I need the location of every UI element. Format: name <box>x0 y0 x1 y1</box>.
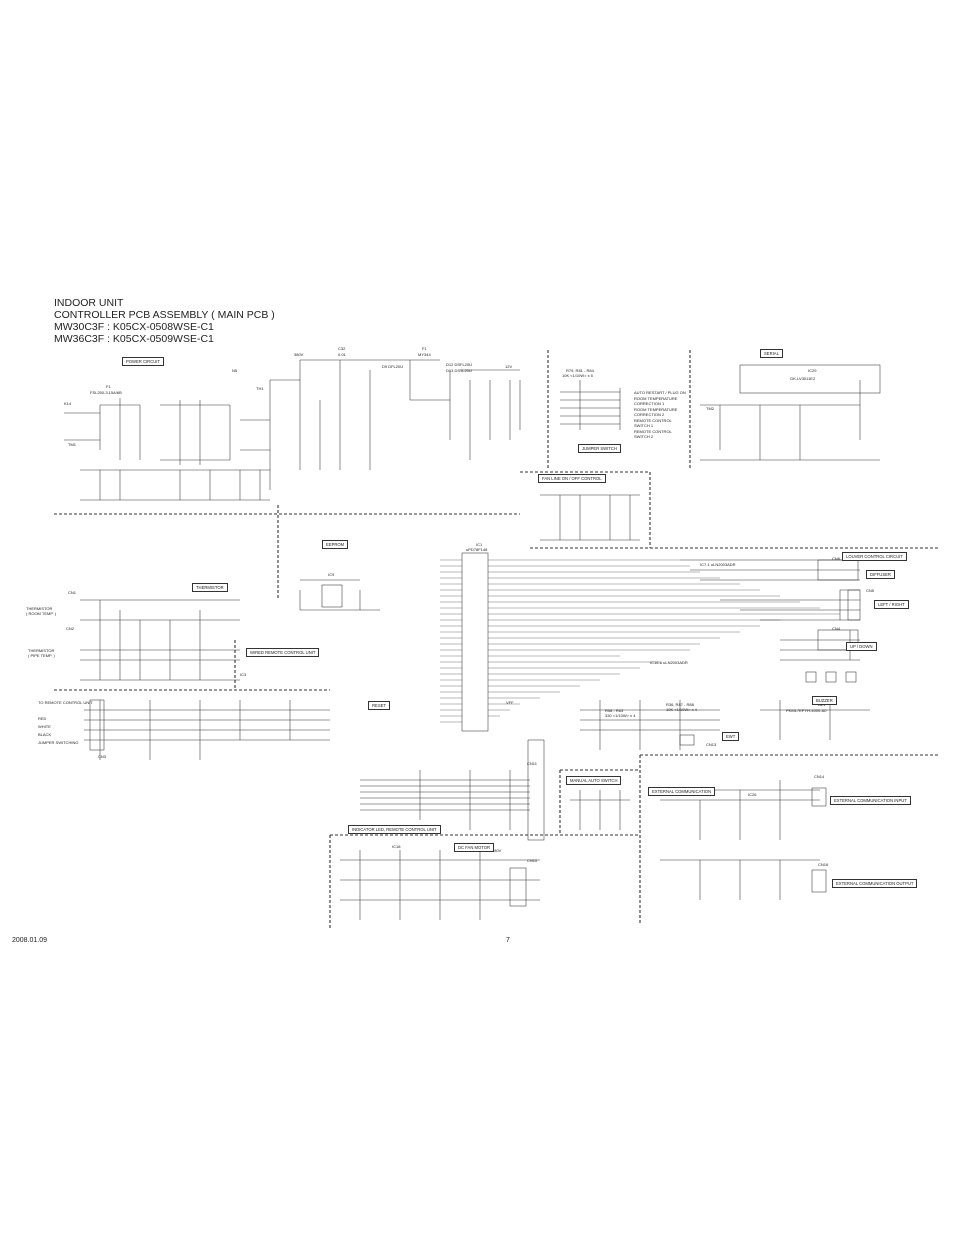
section-louver: LOUVER CONTROL CIRCUIT <box>842 552 907 561</box>
label-white-wire: WHITE <box>38 724 51 729</box>
label-380v: 380V <box>294 352 304 357</box>
footer-page-number: 7 <box>506 937 510 944</box>
label-to-remote: TO REMOTE CONTROL UNIT <box>38 700 93 705</box>
section-diffuser: DIFFUSER <box>866 570 895 579</box>
label-tm2: TM2 <box>706 406 715 411</box>
label-cn11: CN11 <box>527 761 538 766</box>
label-room-temp-2: ROOM TEMPERATURE <box>634 407 678 412</box>
label-12v-top: 12V <box>505 364 512 369</box>
label-d9: D9 DFL20U <box>382 364 403 369</box>
section-indicator: INDICATOR LED, REMOTE CONTROL UNIT <box>348 825 441 834</box>
section-serial: SERIAL <box>760 349 783 358</box>
title-indoor-unit: INDOOR UNIT <box>54 297 124 309</box>
label-f1: F1 <box>106 384 111 389</box>
section-reset: RESET <box>368 701 390 710</box>
label-part-r36: R58 - R63 <box>605 708 624 713</box>
label-remote-control-1: REMOTE CONTROL <box>634 418 673 423</box>
label-switch-2: SWITCH 2 <box>634 434 654 439</box>
section-ext-comm-output: EXTERNAL COMMUNICATION OUTPUT <box>832 879 918 888</box>
label-th1: TH1 <box>256 386 264 391</box>
label-auto-restart: AUTO RESTART / PLUG ON <box>634 390 686 395</box>
section-manual-auto: MANUAL AUTO SWITCH <box>566 776 622 785</box>
label-room-temp-1: ROOM TEMPERATURE <box>634 396 678 401</box>
label-red-wire: RED <box>38 716 47 721</box>
section-power-circuit: POWER CIRCUIT <box>122 357 164 366</box>
label-c32: C32 <box>338 346 346 351</box>
label-part-r87-value: 10K <1/10W> x 4 <box>666 707 698 712</box>
label-black-wire: BLACK <box>38 732 51 737</box>
label-ic18: IC18 <box>392 844 401 849</box>
label-d13: D13 DS1L20U <box>446 368 472 373</box>
section-buzzer: BUZZER <box>812 696 837 705</box>
section-jumper-switch: JUMPER SWITCH <box>578 444 621 453</box>
label-cn13: CN13 <box>706 742 717 747</box>
label-ic3: IC3 <box>240 672 247 677</box>
label-jumper-switching: JUMPER SWITCHING <box>38 740 78 745</box>
label-upd: uPD78F148 <box>466 547 488 552</box>
title-controller-pcb: CONTROLLER PCB ASSEMBLY ( MAIN PCB ) <box>54 309 275 321</box>
title-model-mw36: MW36C3F : K05CX-0509WSE-C1 <box>54 333 214 345</box>
label-room-temp: ( ROOM TEMP. ) <box>26 611 57 616</box>
label-correction-1: CORRECTION 1 <box>634 401 665 406</box>
label-cn4: CN4 <box>832 626 841 631</box>
title-model-mw30: MW30C3F : K05CX-0508WSE-C1 <box>54 321 214 333</box>
label-switch-1: SWITCH 1 <box>634 423 654 428</box>
section-thermistor: THERMISTOR <box>192 583 228 592</box>
label-vff: VFF <box>506 700 514 705</box>
label-cn5: CN5 <box>866 588 875 593</box>
label-correction-2: CORRECTION 2 <box>634 412 665 417</box>
label-ic9: IC9 <box>328 572 335 577</box>
section-ewt: EWT <box>722 732 740 741</box>
section-fan-line: FAN LINE ON / OFF CONTROL <box>538 474 606 483</box>
label-cn1: CN1 <box>68 590 77 595</box>
label-f1b: F1 <box>422 346 427 351</box>
label-380v-fan: 380V <box>492 848 502 853</box>
section-up-down: UP / DOWN <box>846 642 877 651</box>
label-cn14: CN14 <box>814 774 825 779</box>
label-part-r79: R79, R81 - R84 <box>566 368 595 373</box>
label-cn16: CN16 <box>818 862 829 867</box>
section-wired-remote: WIRED REMOTE CONTROL UNIT <box>246 648 320 657</box>
label-part-r36-value: 330 <1/10W> x 4 <box>605 713 636 718</box>
label-ic1: IC1 <box>476 542 483 547</box>
label-n5: N5 <box>232 368 238 373</box>
label-cn3: CN3 <box>98 754 107 759</box>
label-thermistor-room: THERMISTOR <box>26 606 52 611</box>
label-fuse-part: FSL250-3.15A/6B <box>90 390 122 395</box>
section-dc-fan: DC FAN MOTOR <box>454 843 495 852</box>
label-ic16: IC16-6 uLN2003ADR <box>650 660 688 665</box>
section-ext-comm-input: EXTERNAL COMMUNICATION INPUT <box>830 796 911 805</box>
label-d12: D12 DSFL20U <box>446 362 472 367</box>
label-part-r87: R36, R87 - R88 <box>666 702 695 707</box>
label-k14: K14 <box>64 401 72 406</box>
section-ext-comm: EXTERNAL COMMUNICATION <box>648 787 716 796</box>
label-cn10: CN10 <box>527 858 538 863</box>
label-buzzer-part: PKM17EPYH-4000-A0 <box>786 708 827 713</box>
label-part-r79-value: 10K <1/10W> x 5 <box>562 373 594 378</box>
label-thermistor-pipe: THERMISTOR <box>28 648 54 653</box>
section-left-right: LEFT / RIGHT <box>874 600 909 609</box>
label-remote-control-2: REMOTE CONTROL <box>634 429 673 434</box>
label-ic7: IC7-1 uLN2003ADR <box>700 562 736 567</box>
label-cn6: CN6 <box>832 556 841 561</box>
label-c32-value: 0.01 <box>338 352 347 357</box>
label-cn2: CN2 <box>66 626 75 631</box>
label-pipe-temp: ( PIPE TEMP. ) <box>28 653 55 658</box>
footer-date: 2008.01.09 <box>12 937 48 944</box>
section-eeprom: EEPROM <box>322 540 349 549</box>
label-ic29: IC29 <box>808 368 817 373</box>
label-mvs: MY344 <box>418 352 431 357</box>
label-tm1: TM1 <box>68 442 77 447</box>
label-gk: GK-LV3011E2 <box>790 376 816 381</box>
label-ic26: IC26 <box>748 792 757 797</box>
